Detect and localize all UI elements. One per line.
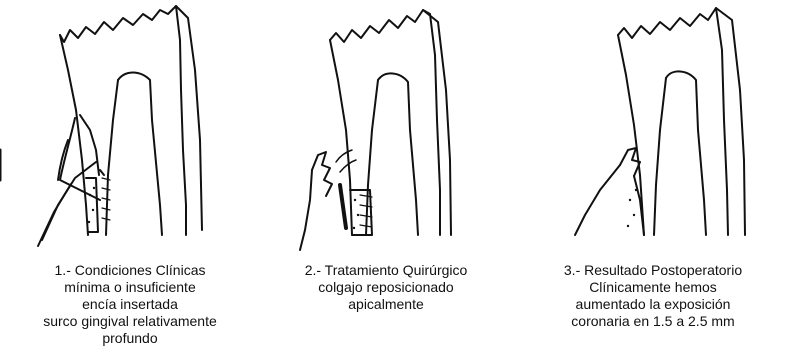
caption-line: aumentado la exposición <box>523 296 783 313</box>
caption-panel-3: 3.- Resultado Postoperatorio Clínicament… <box>523 262 783 330</box>
caption-line: surco gingival relativamente <box>0 313 260 330</box>
caption-line: 3.- Resultado Postoperatorio <box>523 262 783 279</box>
caption-line: colgajo reposicionado <box>256 279 516 296</box>
caption-panel-2: 2.- Tratamiento Quirúrgico colgajo repos… <box>256 262 516 313</box>
caption-panel-1: 1.- Condiciones Clínicas mínima o insufi… <box>0 262 260 347</box>
tooth-drawing-3 <box>575 8 745 235</box>
caption-line: encía insertada <box>0 296 260 313</box>
caption-line: apicalmente <box>256 296 516 313</box>
caption-line: profundo <box>0 330 260 347</box>
caption-line: 1.- Condiciones Clínicas <box>0 262 260 279</box>
caption-line: coronaria en 1.5 a 2.5 mm <box>523 313 783 330</box>
caption-line: Clínicamente hemos <box>523 279 783 296</box>
caption-line: 2.- Tratamiento Quirúrgico <box>256 262 516 279</box>
tooth-drawing-1 <box>0 6 202 246</box>
caption-line: mínima o insuficiente <box>0 279 260 296</box>
tooth-drawing-2 <box>300 10 451 250</box>
